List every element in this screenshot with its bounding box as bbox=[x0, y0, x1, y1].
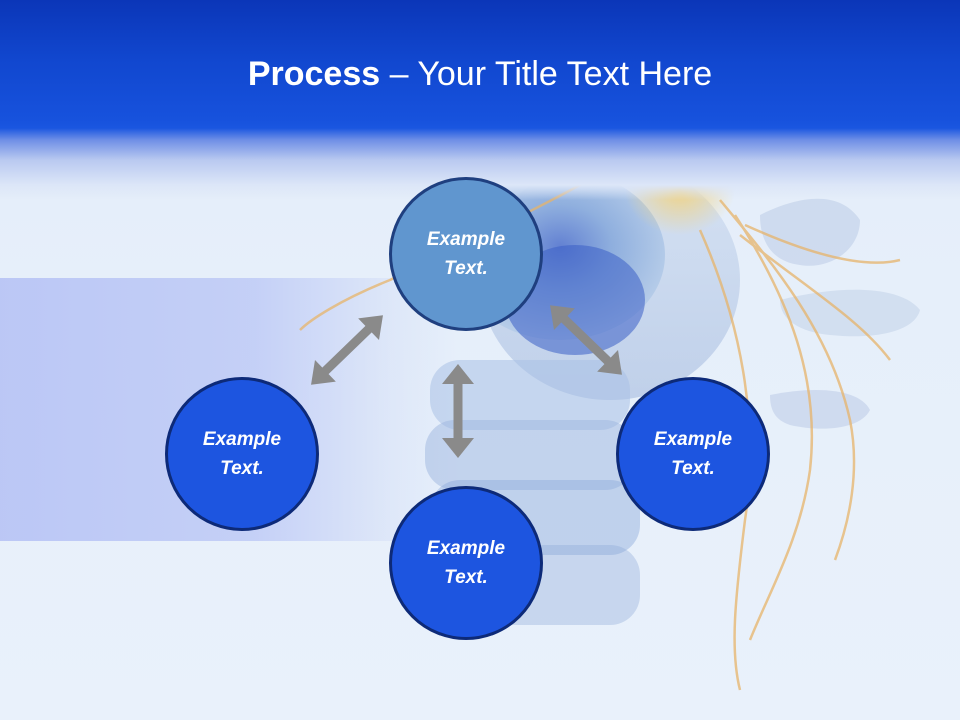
title-strong: Process bbox=[247, 55, 381, 93]
node-top[interactable]: Example Text. bbox=[389, 177, 543, 331]
node-bottom[interactable]: Example Text. bbox=[389, 486, 543, 640]
arrow-vertical bbox=[442, 364, 474, 458]
arrow-top-right bbox=[550, 305, 622, 375]
title-rest: – Your Title Text Here bbox=[380, 55, 713, 93]
node-right-label: Example Text. bbox=[653, 429, 733, 479]
header-band bbox=[0, 0, 960, 200]
node-top-label: Example Text. bbox=[426, 229, 506, 279]
node-bottom-label: Example Text. bbox=[426, 538, 506, 588]
arrow-top-left bbox=[311, 315, 383, 385]
slide-title: Process – Your Title Text Here bbox=[0, 52, 960, 96]
node-right[interactable]: Example Text. bbox=[616, 377, 770, 531]
arrows bbox=[311, 305, 622, 458]
node-left-label: Example Text. bbox=[202, 429, 282, 479]
node-left[interactable]: Example Text. bbox=[165, 377, 319, 531]
